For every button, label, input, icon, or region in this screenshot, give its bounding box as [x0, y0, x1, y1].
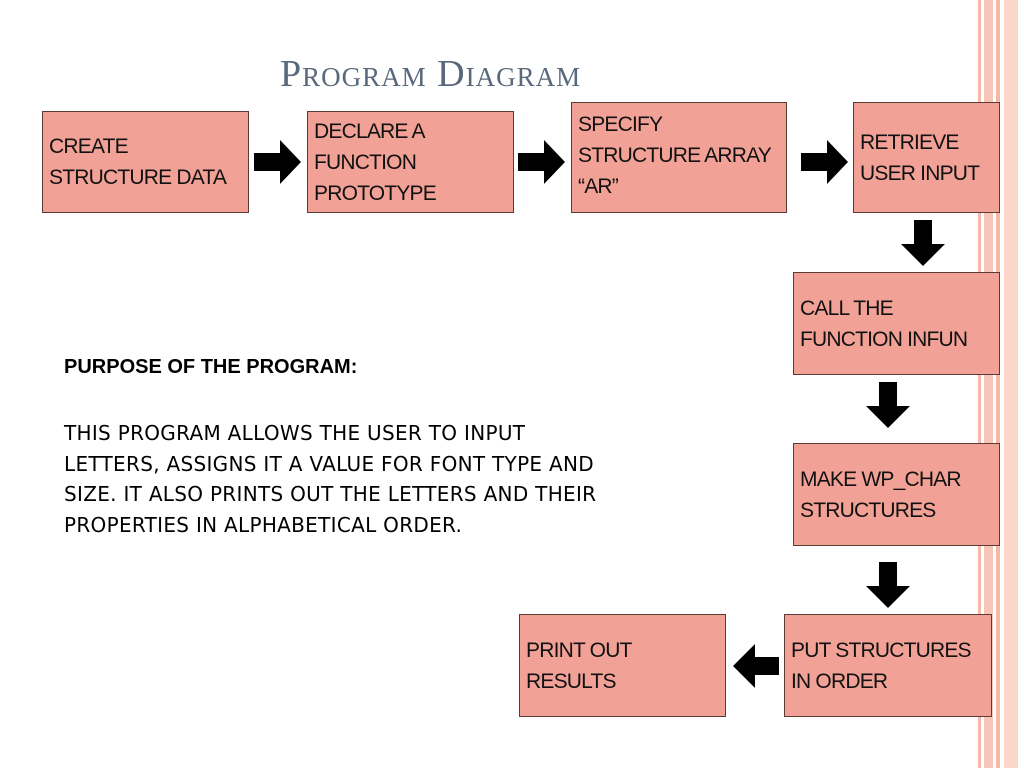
stripe	[978, 0, 981, 768]
step-call-function-infun: CALL THE FUNCTION INFUN	[793, 272, 1000, 375]
step-label: RETRIEVE USER INPUT	[860, 130, 980, 185]
decorative-stripes	[974, 0, 1024, 768]
arrow-down-icon	[866, 382, 910, 428]
step-label: CALL THE FUNCTION INFUN	[800, 296, 968, 351]
step-create-structure-data: CREATE STRUCTURE DATA	[42, 111, 249, 213]
stripe	[984, 0, 993, 768]
purpose-body: THIS PROGRAM ALLOWS THE USER TO INPUT LE…	[64, 421, 597, 537]
arrow-down-icon	[866, 562, 910, 608]
stripe	[996, 0, 1000, 768]
step-label: MAKE WP_CHAR STRUCTURES	[800, 467, 962, 522]
step-make-wp-char-structures: MAKE WP_CHAR STRUCTURES	[793, 443, 1000, 546]
arrow-right-icon	[254, 140, 301, 184]
stripe	[1004, 0, 1018, 768]
step-declare-function-prototype: DECLARE A FUNCTION PROTOTYPE	[307, 111, 514, 213]
step-label: PUT STRUCTURES IN ORDER	[791, 638, 972, 693]
purpose-heading: PURPOSE OF THE PROGRAM:	[64, 356, 358, 378]
step-print-out-results: PRINT OUT RESULTS	[519, 614, 726, 717]
step-label: CREATE STRUCTURE DATA	[49, 135, 227, 189]
step-label: SPECIFY STRUCTURE ARRAY “AR”	[578, 113, 771, 198]
arrow-right-icon	[801, 140, 848, 184]
step-put-structures-in-order: PUT STRUCTURES IN ORDER	[784, 614, 992, 717]
step-specify-structure-array: SPECIFY STRUCTURE ARRAY “AR”	[571, 102, 787, 213]
arrow-right-icon	[518, 140, 565, 184]
slide-title: Program Diagram	[280, 53, 582, 95]
step-label: PRINT OUT RESULTS	[526, 638, 632, 693]
step-label: DECLARE A FUNCTION PROTOTYPE	[314, 119, 437, 205]
arrow-down-icon	[901, 220, 945, 266]
arrow-left-icon	[733, 644, 779, 688]
step-retrieve-user-input: RETRIEVE USER INPUT	[853, 102, 1000, 213]
